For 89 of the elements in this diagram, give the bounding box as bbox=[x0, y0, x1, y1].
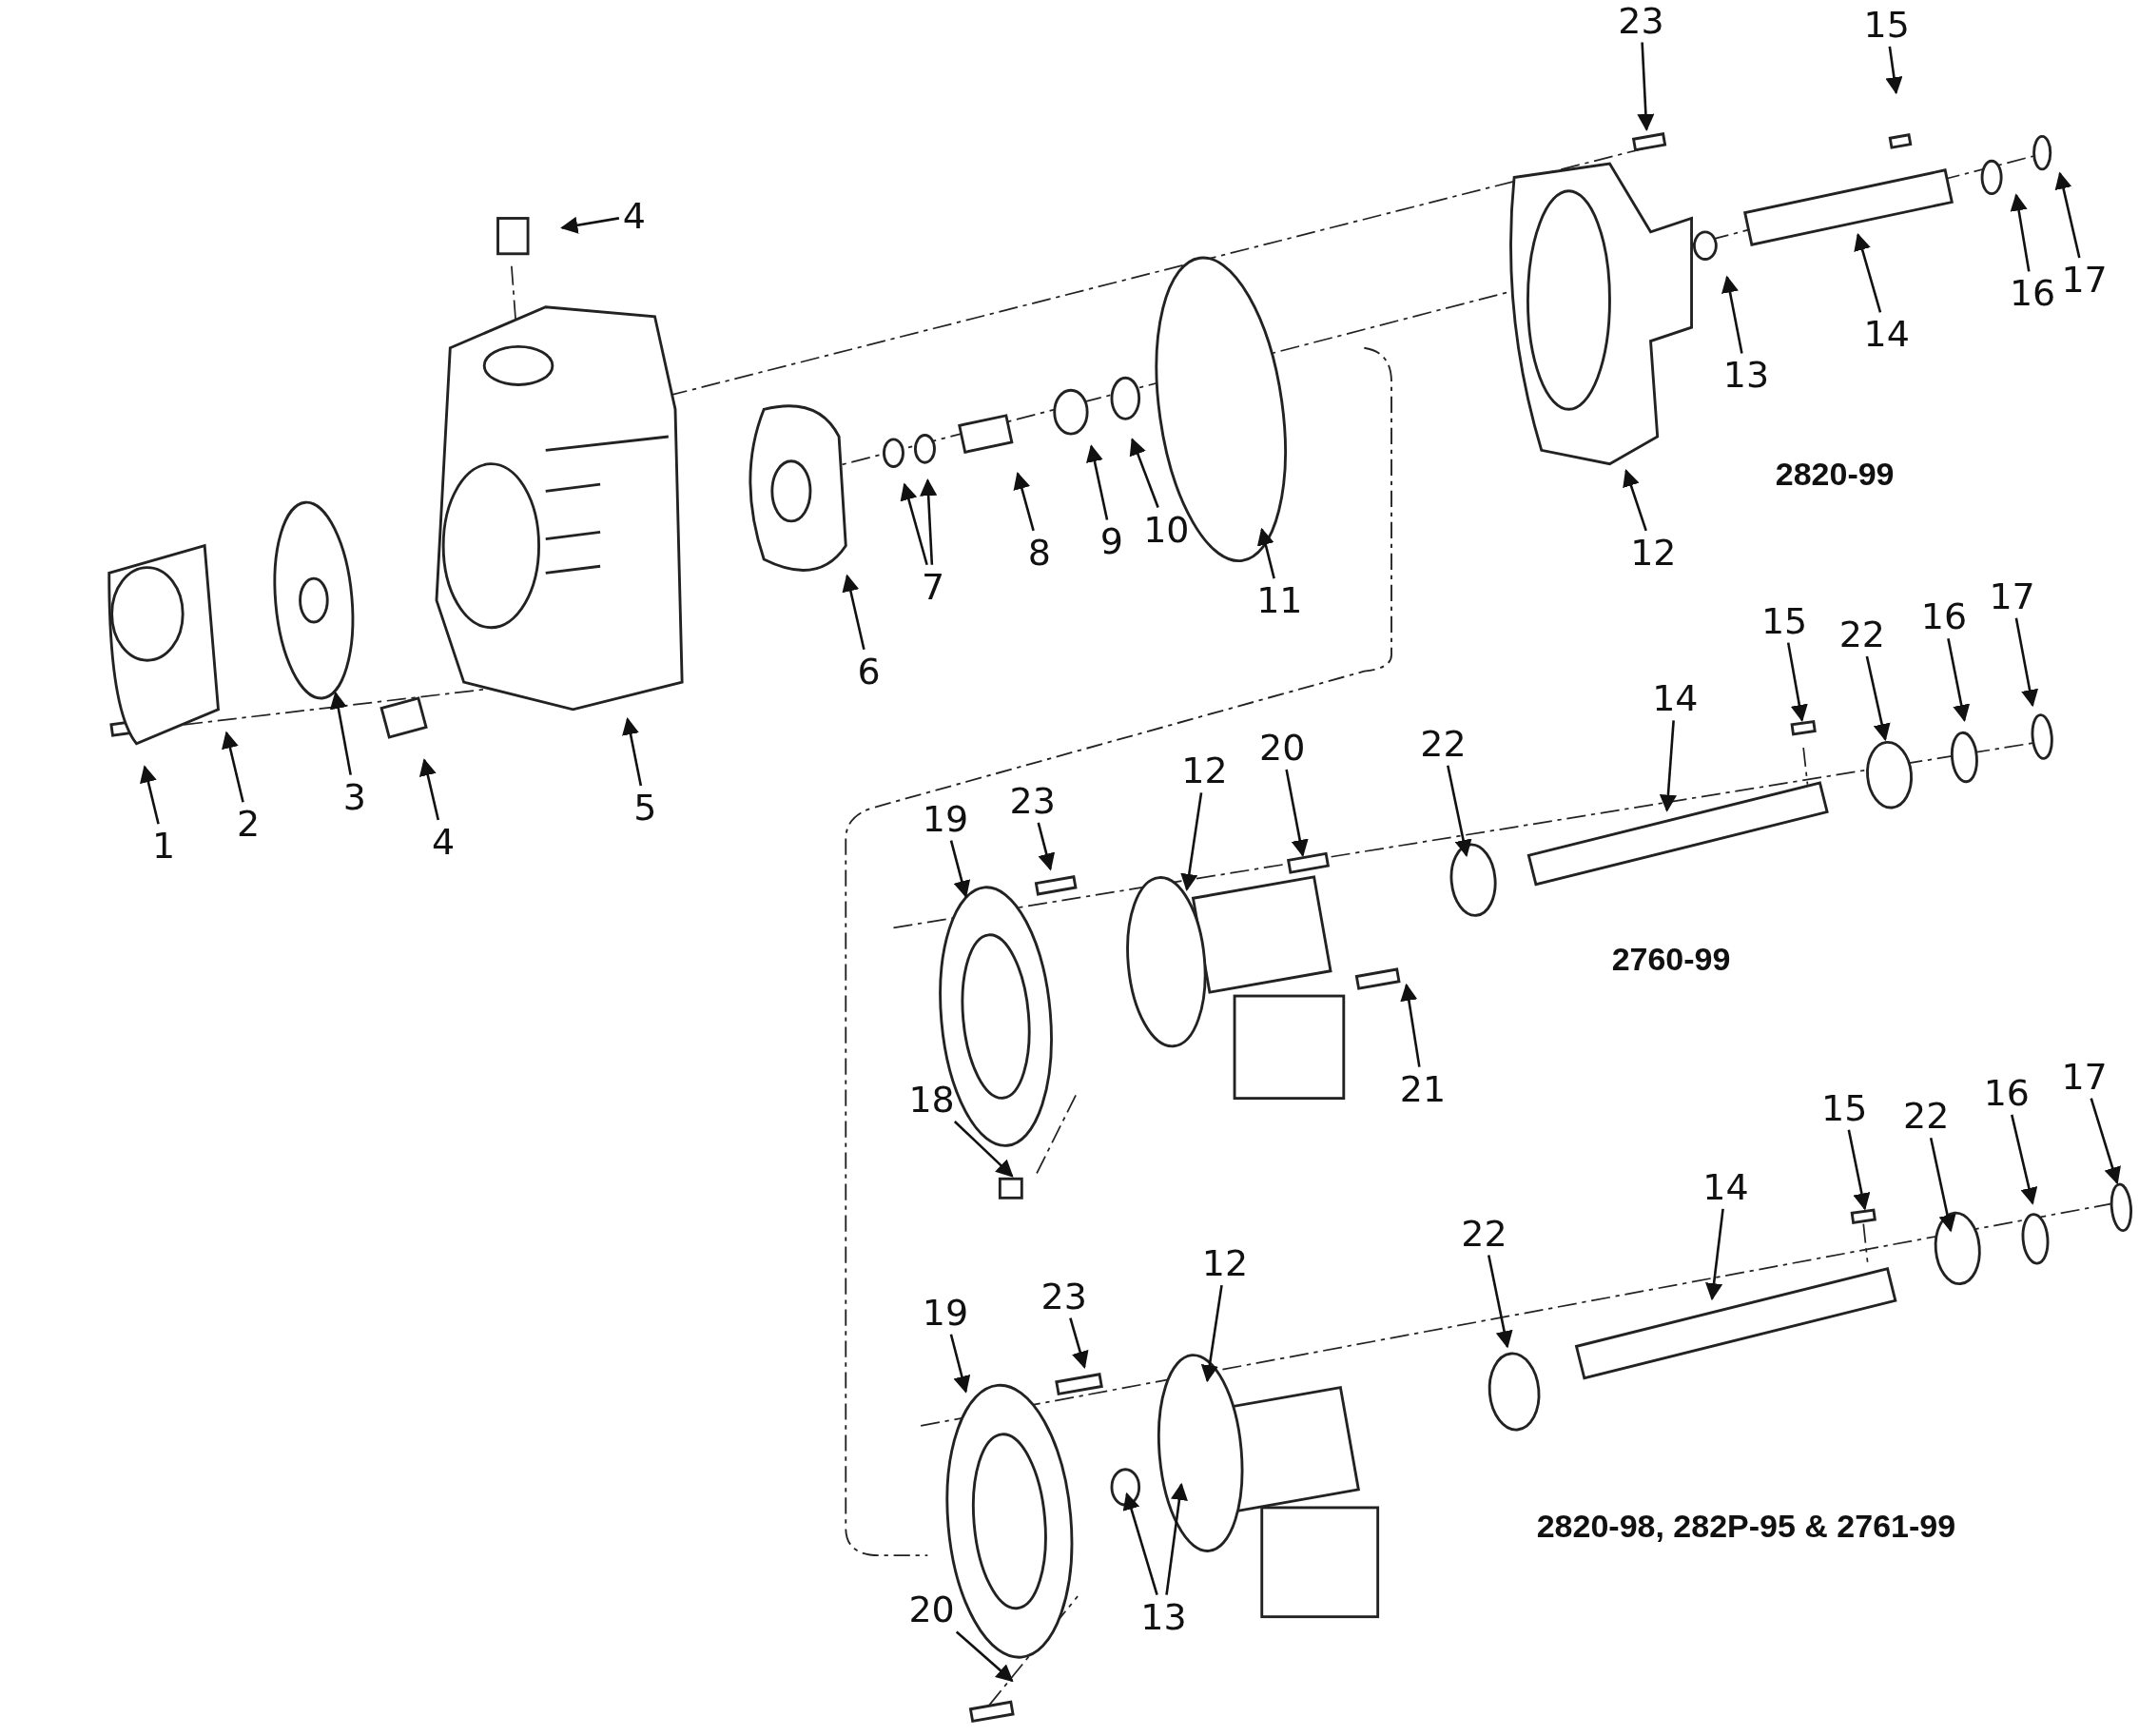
leader-line bbox=[1165, 1482, 1188, 1595]
leader-line bbox=[2014, 617, 2039, 708]
leader-line bbox=[1285, 769, 1309, 858]
callout-number: 17 bbox=[2061, 1058, 2108, 1095]
callout-number: 13 bbox=[1140, 1598, 1187, 1635]
leader-line bbox=[900, 482, 928, 566]
callout-number: 15 bbox=[1760, 602, 1808, 639]
leader-line bbox=[1086, 444, 1109, 520]
leader-line bbox=[1122, 1492, 1158, 1596]
callout-number: 14 bbox=[1863, 316, 1910, 353]
callout-number: 1 bbox=[152, 828, 176, 865]
leader-line bbox=[949, 840, 971, 899]
leader-line bbox=[1721, 275, 1743, 354]
leader-line bbox=[560, 216, 620, 234]
leader-line bbox=[1847, 1129, 1871, 1211]
callout-number: 17 bbox=[2061, 262, 2108, 299]
callout-number: 18 bbox=[908, 1082, 955, 1119]
callout-number: 3 bbox=[342, 778, 366, 815]
leader-line bbox=[1623, 469, 1647, 532]
leader-line bbox=[622, 717, 643, 787]
leader-line bbox=[2010, 193, 2031, 272]
callout-number: 6 bbox=[857, 653, 881, 690]
leader-line bbox=[1885, 46, 1903, 95]
model-number: 2820-99 bbox=[1775, 455, 1895, 493]
callout-number: 20 bbox=[908, 1591, 955, 1629]
callout-number: 4 bbox=[432, 823, 456, 860]
leader-line bbox=[418, 758, 440, 821]
leader-line bbox=[329, 691, 352, 775]
leader-line bbox=[1637, 42, 1655, 132]
leader-line bbox=[1487, 1255, 1513, 1349]
callout-number: 14 bbox=[1702, 1168, 1749, 1205]
callout-number: 2 bbox=[236, 806, 261, 843]
leader-line bbox=[953, 1121, 1014, 1178]
callout-number: 19 bbox=[922, 1294, 969, 1331]
callout-number: 22 bbox=[1903, 1098, 1950, 1135]
callout-number: 14 bbox=[1652, 680, 1699, 717]
callout-number: 15 bbox=[1863, 6, 1910, 43]
leader-line bbox=[1865, 655, 1891, 742]
leader-line bbox=[1129, 438, 1159, 508]
callout-number: 5 bbox=[633, 790, 657, 827]
callout-number: 22 bbox=[1461, 1215, 1507, 1252]
model-number: 2820-98, 282P-95 & 2761-99 bbox=[1536, 1507, 1956, 1545]
leader-line bbox=[1786, 642, 1808, 723]
callout-number: 4 bbox=[622, 197, 647, 234]
leader-line bbox=[1929, 1138, 1956, 1233]
leader-line bbox=[1705, 1208, 1724, 1301]
callout-number: 7 bbox=[921, 568, 945, 605]
callout-number: 22 bbox=[1838, 615, 1885, 653]
callout-number: 23 bbox=[1618, 2, 1664, 39]
callout-number: 16 bbox=[1983, 1074, 2031, 1111]
callout-number: 10 bbox=[1143, 511, 1190, 548]
leader-line bbox=[1256, 527, 1275, 579]
leader-line bbox=[2090, 1098, 2121, 1185]
leader-line bbox=[1400, 983, 1421, 1067]
leader-line bbox=[140, 765, 160, 825]
leader-line bbox=[955, 1630, 1014, 1683]
leader-line bbox=[2054, 171, 2081, 259]
callout-number: 12 bbox=[1201, 1245, 1249, 1282]
callout-number: 23 bbox=[1040, 1278, 1087, 1315]
callout-number: 11 bbox=[1256, 582, 1303, 619]
callout-number: 16 bbox=[2009, 275, 2056, 312]
callout-number: 12 bbox=[1181, 752, 1228, 790]
leader-line bbox=[2011, 1114, 2038, 1205]
callout-number: 20 bbox=[1259, 730, 1306, 766]
callout-number: 17 bbox=[1989, 577, 2035, 614]
callout-number: 22 bbox=[1420, 725, 1467, 762]
leader-line bbox=[1180, 792, 1203, 891]
leader-line bbox=[1013, 471, 1035, 532]
leader-line bbox=[1854, 232, 1882, 313]
leader-line bbox=[920, 478, 938, 565]
callout-number: 19 bbox=[922, 800, 969, 837]
leader-line bbox=[1200, 1284, 1223, 1383]
leader-line bbox=[1659, 720, 1677, 812]
callout-number: 8 bbox=[1027, 534, 1052, 571]
callout-number: 15 bbox=[1821, 1089, 1868, 1126]
model-number: 2760-99 bbox=[1611, 940, 1731, 978]
callout-number: 9 bbox=[1099, 523, 1124, 560]
callout-number: 16 bbox=[1920, 598, 1968, 635]
leader-line bbox=[222, 731, 244, 803]
leader-line bbox=[842, 574, 865, 650]
leader-line bbox=[1947, 638, 1971, 723]
leader-line bbox=[1037, 822, 1056, 871]
leader-line bbox=[949, 1334, 971, 1394]
leader-line bbox=[1447, 765, 1472, 858]
callout-number: 21 bbox=[1399, 1070, 1447, 1107]
leader-line bbox=[1069, 1317, 1089, 1369]
callout-number: 12 bbox=[1630, 534, 1677, 571]
callout-number: 13 bbox=[1722, 357, 1770, 394]
callout-number: 23 bbox=[1009, 782, 1056, 819]
